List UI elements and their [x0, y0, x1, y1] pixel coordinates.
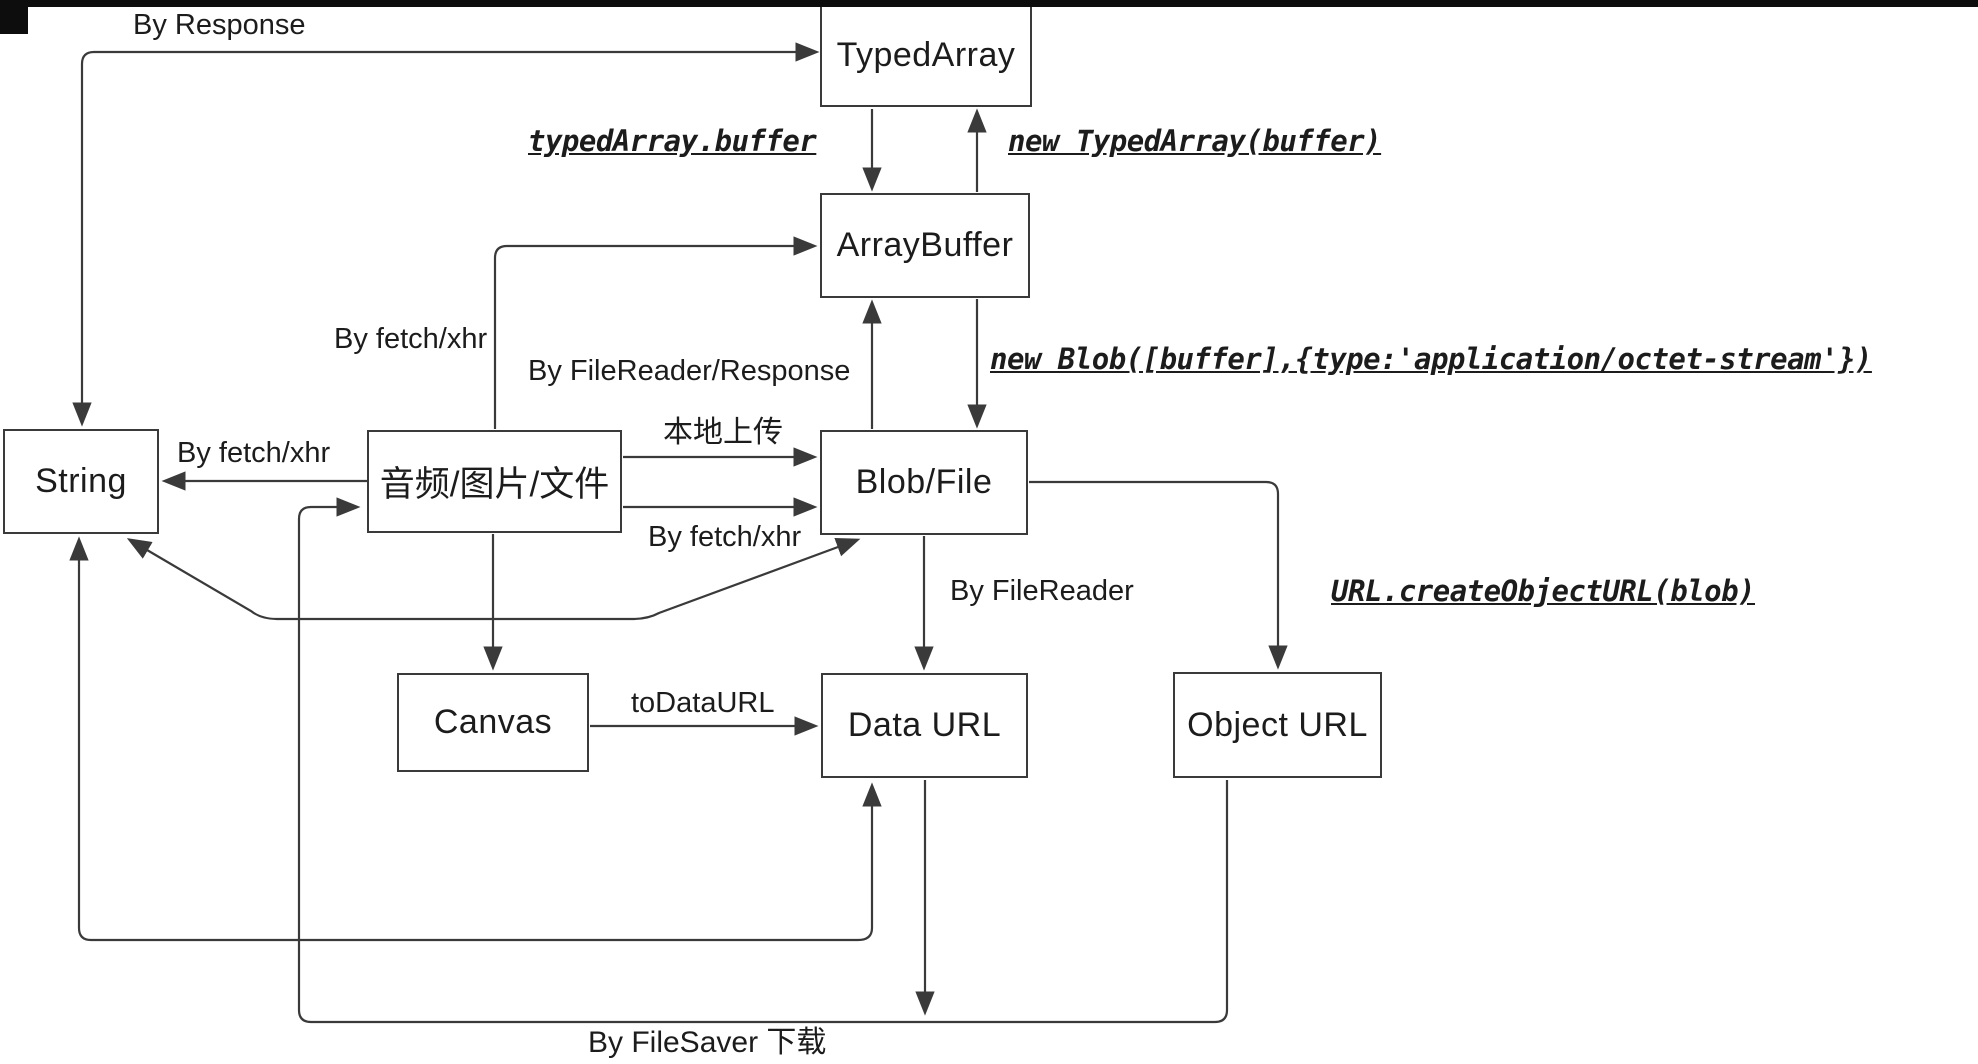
label-by-filereader: By FileReader — [950, 575, 1134, 607]
edge-by-filesaver — [297, 497, 1229, 1024]
node-canvas: Canvas — [397, 673, 589, 772]
node-blob-file: Blob/File — [820, 430, 1028, 535]
label-to-data-url: toDataURL — [631, 687, 775, 719]
label-by-fetch-xhr-top: By fetch/xhr — [334, 323, 488, 355]
label-by-filesaver: By FileSaver 下载 — [588, 1026, 827, 1059]
top-edge-bar — [0, 0, 1978, 7]
node-typed-array: TypedArray — [820, 4, 1032, 107]
label-by-response: By Response — [133, 9, 306, 41]
node-string: String — [3, 429, 159, 534]
label-by-fetch-xhr-string: By fetch/xhr — [177, 437, 331, 469]
top-left-corner-block — [0, 0, 28, 34]
node-object-url: Object URL — [1173, 672, 1382, 778]
node-data-url: Data URL — [821, 673, 1028, 778]
label-by-fetch-xhr-blob: By fetch/xhr — [648, 521, 802, 553]
label-new-blob: new Blob([buffer],{type:'application/oct… — [990, 342, 1872, 376]
edge-string-dataurl — [69, 536, 882, 942]
edge-by-fetch-xhr-top — [493, 236, 818, 429]
edge-by-response — [72, 42, 820, 427]
node-array-buffer: ArrayBuffer — [820, 193, 1030, 298]
label-new-typedarray: new TypedArray(buffer) — [1008, 124, 1382, 158]
edge-url-create-object-url — [1029, 480, 1288, 670]
label-by-filereader-response: By FileReader/Response — [528, 355, 851, 387]
label-url-create-object-url: URL.createObjectURL(blob) — [1331, 574, 1756, 608]
node-media-file: 音频/图片/文件 — [367, 430, 622, 533]
label-typedarray-buffer: typedArray.buffer — [528, 124, 817, 158]
label-local-upload: 本地上传 — [663, 416, 783, 449]
